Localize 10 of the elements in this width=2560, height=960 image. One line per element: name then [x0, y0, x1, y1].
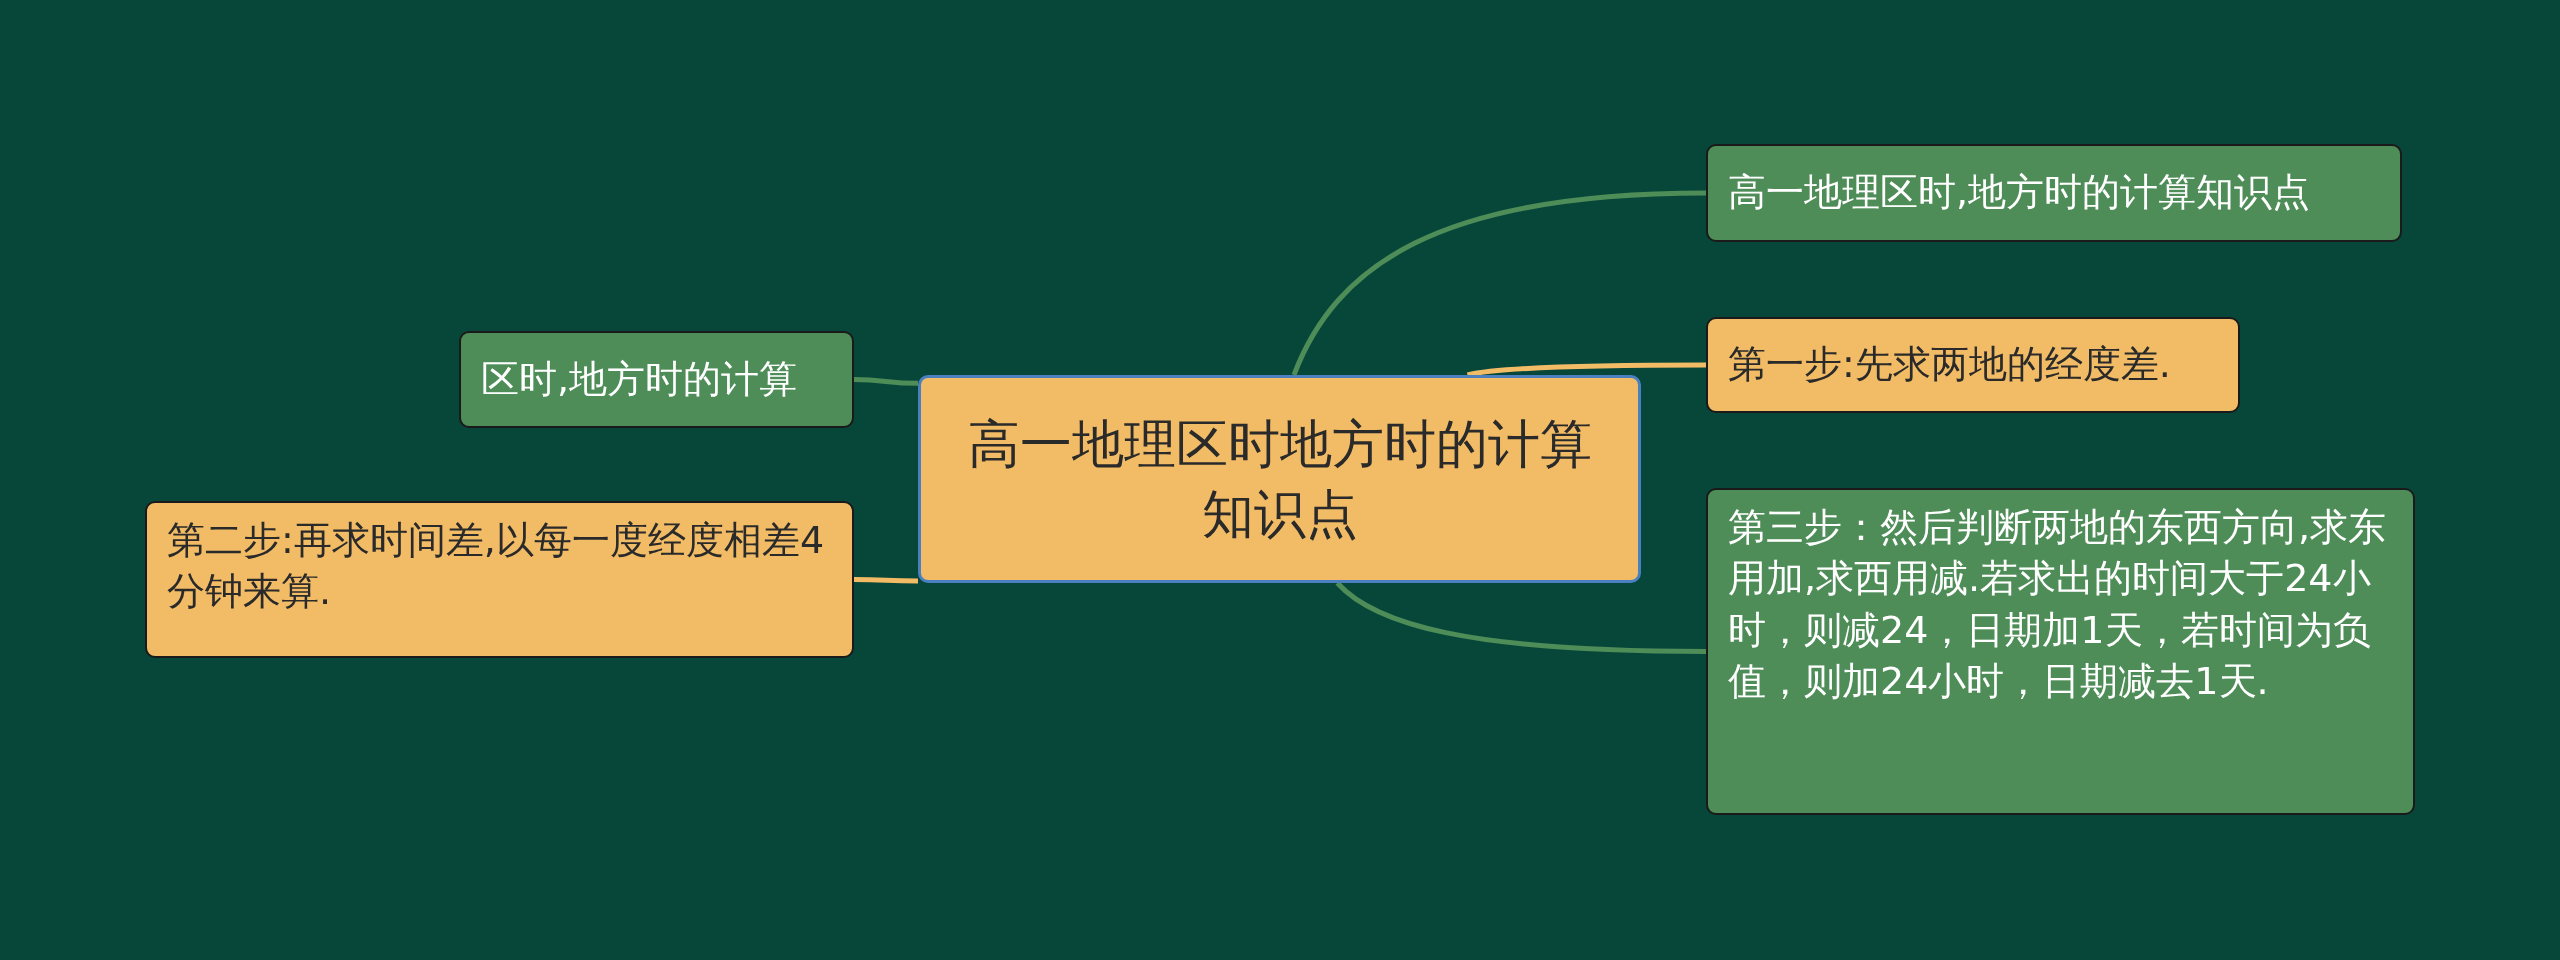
- connector-line: [853, 377, 919, 386]
- central-topic-box: 高一地理区时地方时的计算知识点: [918, 375, 1641, 583]
- topic-box: 第二步:再求时间差,以每一度经度相差4分钟来算.: [145, 501, 854, 658]
- topic-box: 高一地理区时,地方时的计算知识点: [1706, 144, 2402, 242]
- connector-line: [854, 577, 918, 584]
- connector-line: [1335, 581, 1707, 654]
- connector-line: [1291, 190, 1707, 376]
- topic-box: 第三步：然后判断两地的东西方向,求东用加,求西用减.若求出的时间大于24小时，则减24，日期加1天，若时间为负值，则加24小时，日期减去1天.: [1706, 488, 2415, 815]
- topic-box: 区时,地方时的计算: [459, 331, 854, 428]
- topic-box: 第一步:先求两地的经度差.: [1706, 317, 2240, 413]
